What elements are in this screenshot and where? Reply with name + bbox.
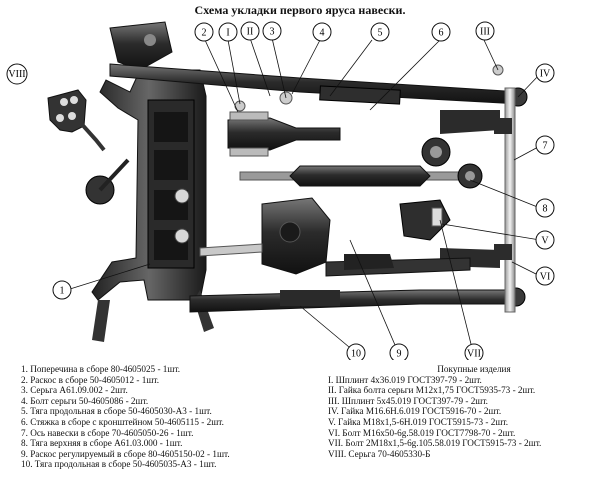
- callout-4: 4: [312, 22, 332, 42]
- svg-text:10: 10: [351, 349, 361, 360]
- upper-long-rod: [109, 63, 528, 107]
- leader-lines: [69, 37, 541, 353]
- callout-6: 6: [431, 22, 451, 42]
- callout-I: I: [218, 22, 238, 42]
- svg-text:I: I: [226, 28, 229, 39]
- svg-text:VIII: VIII: [8, 69, 25, 80]
- parts-list-item: 6. Стяжка в сборе с кронштейном 50-46051…: [21, 416, 224, 427]
- callout-VI: VI: [535, 266, 555, 286]
- svg-text:9: 9: [397, 349, 402, 360]
- callout-VII: VII: [464, 343, 484, 360]
- callout-3: 3: [262, 21, 282, 41]
- adjustable-brace: [199, 197, 471, 277]
- parts-list-item: 1. Поперечина в сборе 80-4605025 - 1шт.: [21, 364, 181, 374]
- purchased-item: I. Шплинт 4х36.019 ГОСТ397-79 - 2шт.: [328, 374, 482, 385]
- purchased-item: II. Гайка болта серьги М12х1,75 ГОСТ5935…: [328, 385, 536, 396]
- purchased-item: VI. Болт М16х50-6g.58.019 ГОСТ7798-70 - …: [328, 427, 516, 438]
- svg-text:5: 5: [378, 28, 383, 39]
- svg-text:III: III: [480, 27, 490, 38]
- svg-text:IV: IV: [540, 69, 551, 80]
- callout-7: 7: [535, 135, 555, 155]
- purchased-header: Покупные изделия: [437, 364, 511, 374]
- inset-part-viii: [47, 89, 106, 152]
- svg-text:V: V: [541, 236, 549, 247]
- callout-8: 8: [535, 198, 555, 218]
- callout-II: II: [240, 21, 260, 41]
- purchased-item: VII. Болт 2М18х1,5-6g.105.58.019 ГОСТ591…: [328, 438, 542, 449]
- purchased-item: III. Шплинт 5х45.019 ГОСТ397-79 - 2шт.: [328, 395, 488, 406]
- parts-list-item: 9. Раскос регулируемый в сборе 80-460515…: [21, 448, 230, 459]
- svg-text:2: 2: [202, 28, 207, 39]
- callout-V: V: [535, 230, 555, 250]
- svg-text:6: 6: [439, 28, 444, 39]
- svg-text:8: 8: [543, 204, 548, 215]
- parts-list: 1. Поперечина в сборе 80-4605025 - 1шт. …: [21, 364, 321, 470]
- callout-2: 2: [194, 22, 214, 42]
- svg-text:II: II: [247, 27, 254, 38]
- parts-list-item: 5. Тяга продольная в сборе 50-4605030-А3…: [21, 406, 212, 417]
- brace-assembly: [227, 91, 451, 167]
- callout-VIII: VIII: [6, 63, 28, 85]
- purchased-item: VIII. Серьга 70-4605330-Б: [328, 448, 431, 459]
- parts-list-item: 10. Тяга продольная в сборе 50-4605035-А…: [21, 459, 217, 470]
- svg-text:VI: VI: [540, 272, 551, 283]
- purchased-item: V. Гайка М18х1,5-6Н.019 ГОСТ5915-73 - 2ш…: [328, 416, 509, 427]
- upper-link-turnbuckle: [239, 163, 483, 189]
- svg-text:1: 1: [60, 286, 65, 297]
- callout-IV: IV: [535, 63, 555, 83]
- right-stays: [440, 110, 500, 268]
- parts-list-item: 3. Серьга А61.09.002 - 2шт.: [21, 385, 128, 396]
- crossbeam-frame: [85, 21, 214, 342]
- svg-text:3: 3: [270, 27, 275, 38]
- parts-list-item: 2. Раскос в сборе 50-4605012 - 1шт.: [21, 374, 160, 385]
- purchased-parts-list: Покупные изделия I. Шплинт 4х36.019 ГОСТ…: [328, 364, 600, 459]
- diagram-title: Схема укладки первого яруса навески.: [194, 3, 406, 17]
- svg-text:7: 7: [543, 141, 548, 152]
- callout-10: 10: [346, 343, 366, 360]
- callout-5: 5: [370, 22, 390, 42]
- assembly-diagram: 2 I II 3 4 5 6 III IV 7 8 V VI VII 9 10 …: [6, 21, 555, 360]
- parts-list-item: 8. Тяга верхняя в сборе А61.03.000 - 1шт…: [21, 438, 183, 449]
- callout-1: 1: [52, 280, 72, 300]
- purchased-item: IV. Гайка М16.6Н.6.019 ГОСТ5916-70 - 2шт…: [328, 406, 502, 417]
- callout-III: III: [475, 21, 495, 41]
- parts-list-item: 7. Ось навески в сборе 70-4605050-26 - 1…: [21, 427, 194, 438]
- parts-list-item: 4. Болт серьги 50-4605086 - 2шт.: [21, 395, 149, 406]
- callout-9: 9: [389, 343, 409, 360]
- svg-text:VII: VII: [467, 349, 481, 360]
- svg-text:4: 4: [320, 28, 325, 39]
- lower-long-rod: [189, 287, 526, 313]
